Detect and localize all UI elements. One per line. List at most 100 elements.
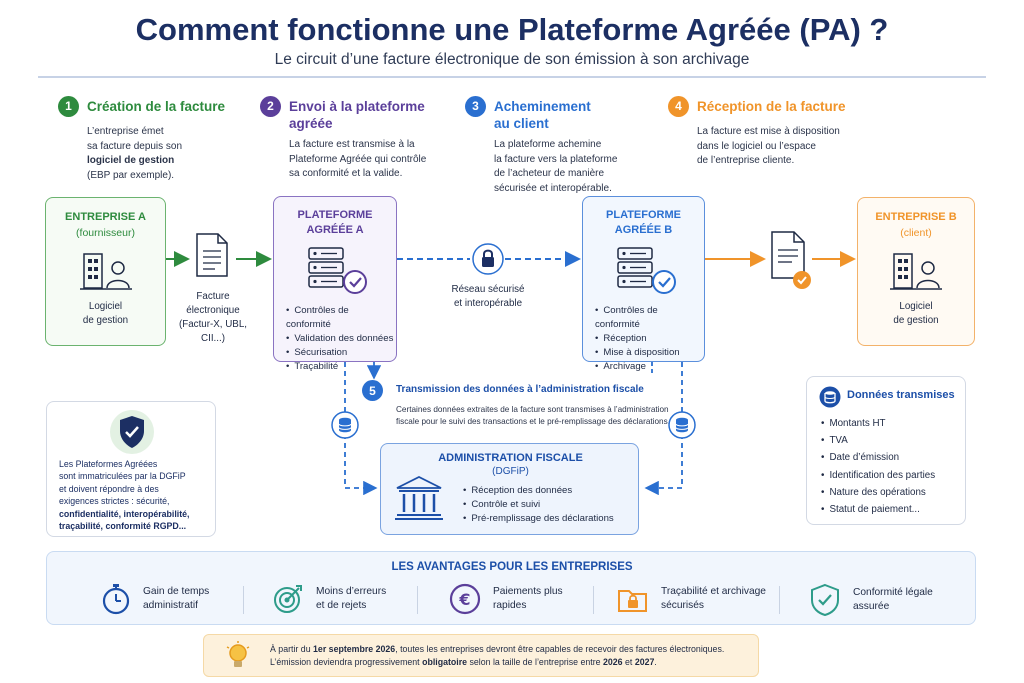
step-1-text-line: L’entreprise émet <box>87 126 164 137</box>
deadline-text-part: . <box>654 657 657 667</box>
entreprise-a-title: ENTREPRISE A <box>65 211 146 223</box>
step-3-title: Acheminement <box>494 99 591 114</box>
shield-check-icon <box>811 583 839 617</box>
step-4: 4 Réception de la facture La facture est… <box>668 96 888 169</box>
step-5-text-line: fiscale pour le suivi des transactions e… <box>396 417 670 426</box>
divider <box>417 586 418 614</box>
step-5-title: Transmission des données à l’administrat… <box>396 384 644 395</box>
invoice-document-icon <box>196 233 228 277</box>
donnees-item: Montants HT <box>821 415 935 432</box>
stopwatch-icon <box>102 584 130 615</box>
plateforme-b-title: AGRÉÉE B <box>614 224 673 236</box>
step-5-text: Certaines données extraites de la factur… <box>396 404 670 428</box>
header-divider <box>38 76 986 78</box>
entreprise-b-label: Logiciel <box>899 301 933 312</box>
entreprise-a-label: Logiciel <box>88 301 123 312</box>
donnees-transmises-card: Données transmises Montants HT TVA Date … <box>806 376 966 525</box>
reseau-label-line: et interopérable <box>453 298 523 309</box>
avantage-label: Conformité légale <box>853 587 933 598</box>
avantage-label: rapides <box>493 600 527 611</box>
donnees-item: Identification des parties <box>821 467 935 484</box>
deadline-year: 2026 <box>603 657 623 667</box>
entreprise-a-label: de gestion <box>82 315 129 326</box>
avantages-panel: LES AVANTAGES POUR LES ENTREPRISES Gain … <box>46 551 976 625</box>
step-3-text-line: de l’acheteur de manière <box>494 168 605 179</box>
entreprise-b-card: ENTREPRISE B (client) Logiciel de gestio… <box>857 197 975 346</box>
step-3-text-line: la facture vers la plateforme <box>494 153 618 165</box>
step-4-badge: 4 <box>668 96 689 117</box>
plateforme-a-item: Validation des données <box>286 332 396 346</box>
step-3-text-line: sécurisée et interopérable. <box>494 182 612 194</box>
page-subtitle: Le circuit d’une facture électronique de… <box>274 51 750 68</box>
shield-check-icon <box>110 410 154 454</box>
immatriculation-line: exigences strictes : sécurité, <box>59 496 170 507</box>
administration-item: Réception des données <box>463 484 614 498</box>
plateforme-a-title: PLATEFORME <box>297 209 373 221</box>
deadline-text-part: À partir du <box>270 644 314 654</box>
avantage-label: Paiements plus <box>493 586 563 597</box>
step-2: 2 Envoi à la plateforme agréée La factur… <box>260 96 460 182</box>
lightbulb-icon <box>226 641 250 667</box>
immatriculation-line: confidentialité, interopérabilité, <box>59 508 190 519</box>
step-3: 3 Acheminement au client La plateforme a… <box>465 96 665 196</box>
donnees-item: Statut de paiement... <box>821 501 935 518</box>
step-2-text-line: Plateforme Agréée qui contrôle <box>289 153 427 165</box>
divider <box>779 586 780 614</box>
step-4-title: Réception de la facture <box>697 99 846 114</box>
plateforme-b-item: Réception <box>595 332 704 346</box>
deadline-year: 2027 <box>634 657 655 667</box>
server-check-icon <box>616 247 676 294</box>
reseau-label: Réseau sécurisé et interopérable <box>438 283 538 311</box>
facture-label: Facture électronique (Factur-X, UBL, CII… <box>168 290 258 346</box>
immatriculation-line: Les Plateformes Agréées <box>59 459 158 469</box>
avantage-item: Conformité légale assurée <box>809 583 933 617</box>
avantage-item: € Paiements plus rapides <box>449 583 563 615</box>
plateforme-a-item: Contrôles de conformité <box>286 304 396 332</box>
facture-label-line: électronique <box>186 305 240 316</box>
plateforme-b-item: Contrôles de conformité <box>595 304 704 332</box>
administration-item: Pré-remplissage des déclarations <box>463 512 613 526</box>
avantage-label: et de rejets <box>316 600 367 611</box>
deadline-date: 1er septembre 2026 <box>313 644 396 654</box>
step-3-title: au client <box>494 116 549 131</box>
facture-label-line: CII...) <box>201 333 225 344</box>
step-5-text-line: Certaines données extraites de la factur… <box>396 405 669 414</box>
reseau-label-line: Réseau sécurisé <box>451 284 525 295</box>
donnees-item: TVA <box>821 432 935 449</box>
euro-icon: € <box>449 583 481 615</box>
step-2-text-line: La facture est transmise à la <box>289 139 415 150</box>
avantages-title: LES AVANTAGES POUR LES ENTREPRISES <box>391 561 633 573</box>
step-4-text-line: de l’entreprise cliente. <box>697 155 795 166</box>
step-4-text-line: La facture est mise à disposition <box>697 126 840 137</box>
plateforme-b-title: PLATEFORME <box>606 209 681 221</box>
path-pb-to-admin <box>644 362 683 496</box>
facture-label-line: Facture <box>196 291 230 302</box>
deadline-banner: À partir du 1er septembre 2026, toutes l… <box>203 634 759 677</box>
step-1-text-line: (EBP par exemple). <box>87 169 175 181</box>
received-invoice-icon <box>771 231 811 289</box>
donnees-item: Date d’émission <box>821 449 935 466</box>
deadline-text-part: selon la taille de l’entreprise entre <box>467 657 603 667</box>
server-check-icon <box>308 247 367 294</box>
plateforme-a-title: AGRÉÉE A <box>306 224 364 236</box>
plateforme-b-item: Archivage <box>595 360 704 374</box>
step-2-title: agréée <box>289 116 333 131</box>
company-icon <box>890 253 942 290</box>
immatriculation-line: et doivent répondre à des <box>59 483 159 494</box>
immatriculation-line: traçabilité, conformité RGPD... <box>59 521 187 532</box>
database-icon <box>331 411 359 439</box>
svg-text:€: € <box>458 590 470 609</box>
avantage-item: Gain de temps administratif <box>101 583 209 615</box>
plateforme-b-card: PLATEFORME AGRÉÉE B Contrôles de conform… <box>582 196 705 372</box>
step-1-bold: logiciel de gestion <box>87 155 175 166</box>
divider <box>243 586 244 614</box>
plateforme-a-item: Sécurisation <box>286 346 396 360</box>
deadline-text-part: L’émission deviendra progressivement <box>270 657 423 667</box>
plateforme-b-item: Mise à disposition <box>595 346 704 360</box>
avantage-item: Moins d’erreurs et de rejets <box>272 583 386 615</box>
entreprise-a-card: ENTREPRISE A (fournisseur) Logiciel de g… <box>45 197 166 346</box>
page-title: Comment fonctionne une Plateforme Agréée… <box>135 12 889 47</box>
avantage-label: sécurisés <box>661 600 705 611</box>
deadline-text: À partir du 1er septembre 2026, toutes l… <box>270 643 756 669</box>
